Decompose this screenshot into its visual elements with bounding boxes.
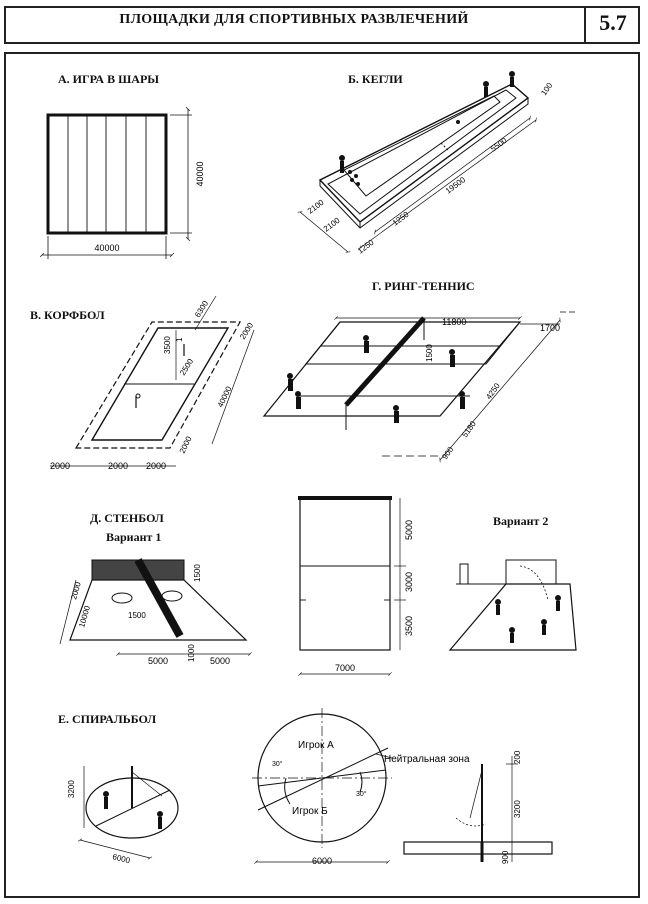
sheet-number: 5.7 bbox=[599, 10, 627, 35]
korfball-field bbox=[74, 321, 242, 449]
spiralball-plan-dim-1: 6000 bbox=[312, 856, 332, 866]
korfball-dim-10: 2000 bbox=[146, 461, 166, 471]
stenball-plan-dim-1: 5000 bbox=[404, 520, 414, 540]
skittles-dim-5: 2100 bbox=[306, 198, 326, 216]
spiralball-side bbox=[403, 756, 553, 862]
korfball-dim-6: 40000 bbox=[216, 384, 234, 408]
stenball-v1-dim-5: 5000 bbox=[148, 656, 168, 666]
spiralball-persp-dim-2: 6000 bbox=[112, 852, 132, 865]
stenball-plan-dim-2: 3000 bbox=[404, 572, 414, 592]
skittles-dim-4: 1250 bbox=[391, 210, 411, 228]
stenball-plan bbox=[298, 496, 406, 676]
skittles-alley bbox=[318, 83, 530, 229]
stenball-v1-dim-2: 10000 bbox=[77, 604, 92, 628]
spiralball-persp-dim-1: 3200 bbox=[67, 780, 76, 798]
ring-tennis-dim-5: 5180 bbox=[460, 419, 478, 439]
spiralball-plan bbox=[252, 708, 393, 864]
angle-right-label: 30° bbox=[356, 790, 367, 798]
spiralball-side-dim-2: 3200 bbox=[513, 800, 522, 818]
stenball-variant2 bbox=[448, 559, 577, 651]
angle-left-label: 30° bbox=[272, 760, 283, 768]
variant-1-label: Вариант 1 bbox=[106, 530, 162, 544]
korfball-dim-5: 2500 bbox=[178, 357, 195, 377]
drawing-frame bbox=[4, 52, 640, 898]
korfball-dim-4: 1 bbox=[175, 337, 184, 342]
sheet-title: ПЛОЩАДКИ ДЛЯ СПОРТИВНЫХ РАЗВЛЕЧЕНИЙ bbox=[119, 12, 469, 27]
section-d-title: Д. СТЕНБОЛ bbox=[90, 511, 164, 525]
stenball-variant1 bbox=[59, 558, 252, 656]
section-v-title: В. КОРФБОЛ bbox=[30, 308, 105, 322]
header-divider bbox=[584, 6, 586, 44]
skittles-dimensions bbox=[297, 115, 537, 253]
section-a-title: А. ИГРА В ШАРЫ bbox=[58, 72, 160, 86]
spiralball-players bbox=[103, 791, 163, 829]
neutral-zone-label: Нейтральная зона bbox=[384, 754, 470, 765]
skittles-dim-6: 2100 bbox=[322, 216, 342, 234]
skittles-dim-2: 5500 bbox=[489, 136, 509, 154]
spiralball-side-dim-1: 200 bbox=[513, 750, 522, 764]
bowls-field bbox=[39, 106, 192, 259]
ring-tennis-players bbox=[287, 335, 465, 423]
korfball-dim-8: 2000 bbox=[50, 461, 70, 471]
section-g-title: Г. РИНГ-ТЕННИС bbox=[372, 279, 475, 293]
section-e-title: Е. СПИРАЛЬБОЛ bbox=[58, 712, 157, 726]
korfball-dimensions bbox=[50, 295, 255, 467]
skittles-dim-1: 100 bbox=[539, 81, 554, 98]
stenball-v2-players bbox=[495, 595, 561, 643]
spiralball-perspective bbox=[77, 766, 179, 860]
stenball-v1-dim-7: 5000 bbox=[210, 656, 230, 666]
korfball-dim-7: 2000 bbox=[178, 434, 194, 454]
spiralball-side-dim-3: 900 bbox=[501, 850, 510, 864]
ring-tennis-dim-6: 900 bbox=[440, 445, 455, 462]
stenball-v1-dim-1: 2000 bbox=[69, 580, 83, 600]
variant-2-label: Вариант 2 bbox=[493, 514, 549, 528]
ring-tennis-court bbox=[262, 316, 522, 430]
stenball-v1-dim-3: 1500 bbox=[193, 564, 202, 582]
stenball-v1-dim-6: 1000 bbox=[187, 644, 196, 662]
bowls-height-dim: 40000 bbox=[195, 161, 205, 186]
stenball-plan-dim-3: 3500 bbox=[404, 616, 414, 636]
korfball-dim-9: 2000 bbox=[108, 461, 128, 471]
section-b-title: Б. КЕГЛИ bbox=[348, 72, 403, 86]
ring-tennis-dim-1: 11800 bbox=[442, 317, 466, 327]
player-b-label: Игрок Б bbox=[292, 806, 328, 817]
bowls-width-dim: 40000 bbox=[94, 243, 119, 253]
ring-tennis-dim-2: 1700 bbox=[540, 323, 560, 333]
stenball-v1-dim-4: 1500 bbox=[128, 611, 146, 620]
korfball-dim-3: 3500 bbox=[163, 336, 172, 354]
ring-tennis-dim-3: 1500 bbox=[425, 344, 434, 362]
stenball-plan-dim-4: 7000 bbox=[335, 663, 355, 673]
header-box bbox=[4, 6, 640, 44]
skittles-dim-7: 1250 bbox=[356, 238, 376, 256]
korfball-dim-2: 2000 bbox=[238, 321, 255, 341]
ring-tennis-dimensions bbox=[334, 311, 576, 463]
player-a-label: Игрок А bbox=[298, 740, 334, 751]
